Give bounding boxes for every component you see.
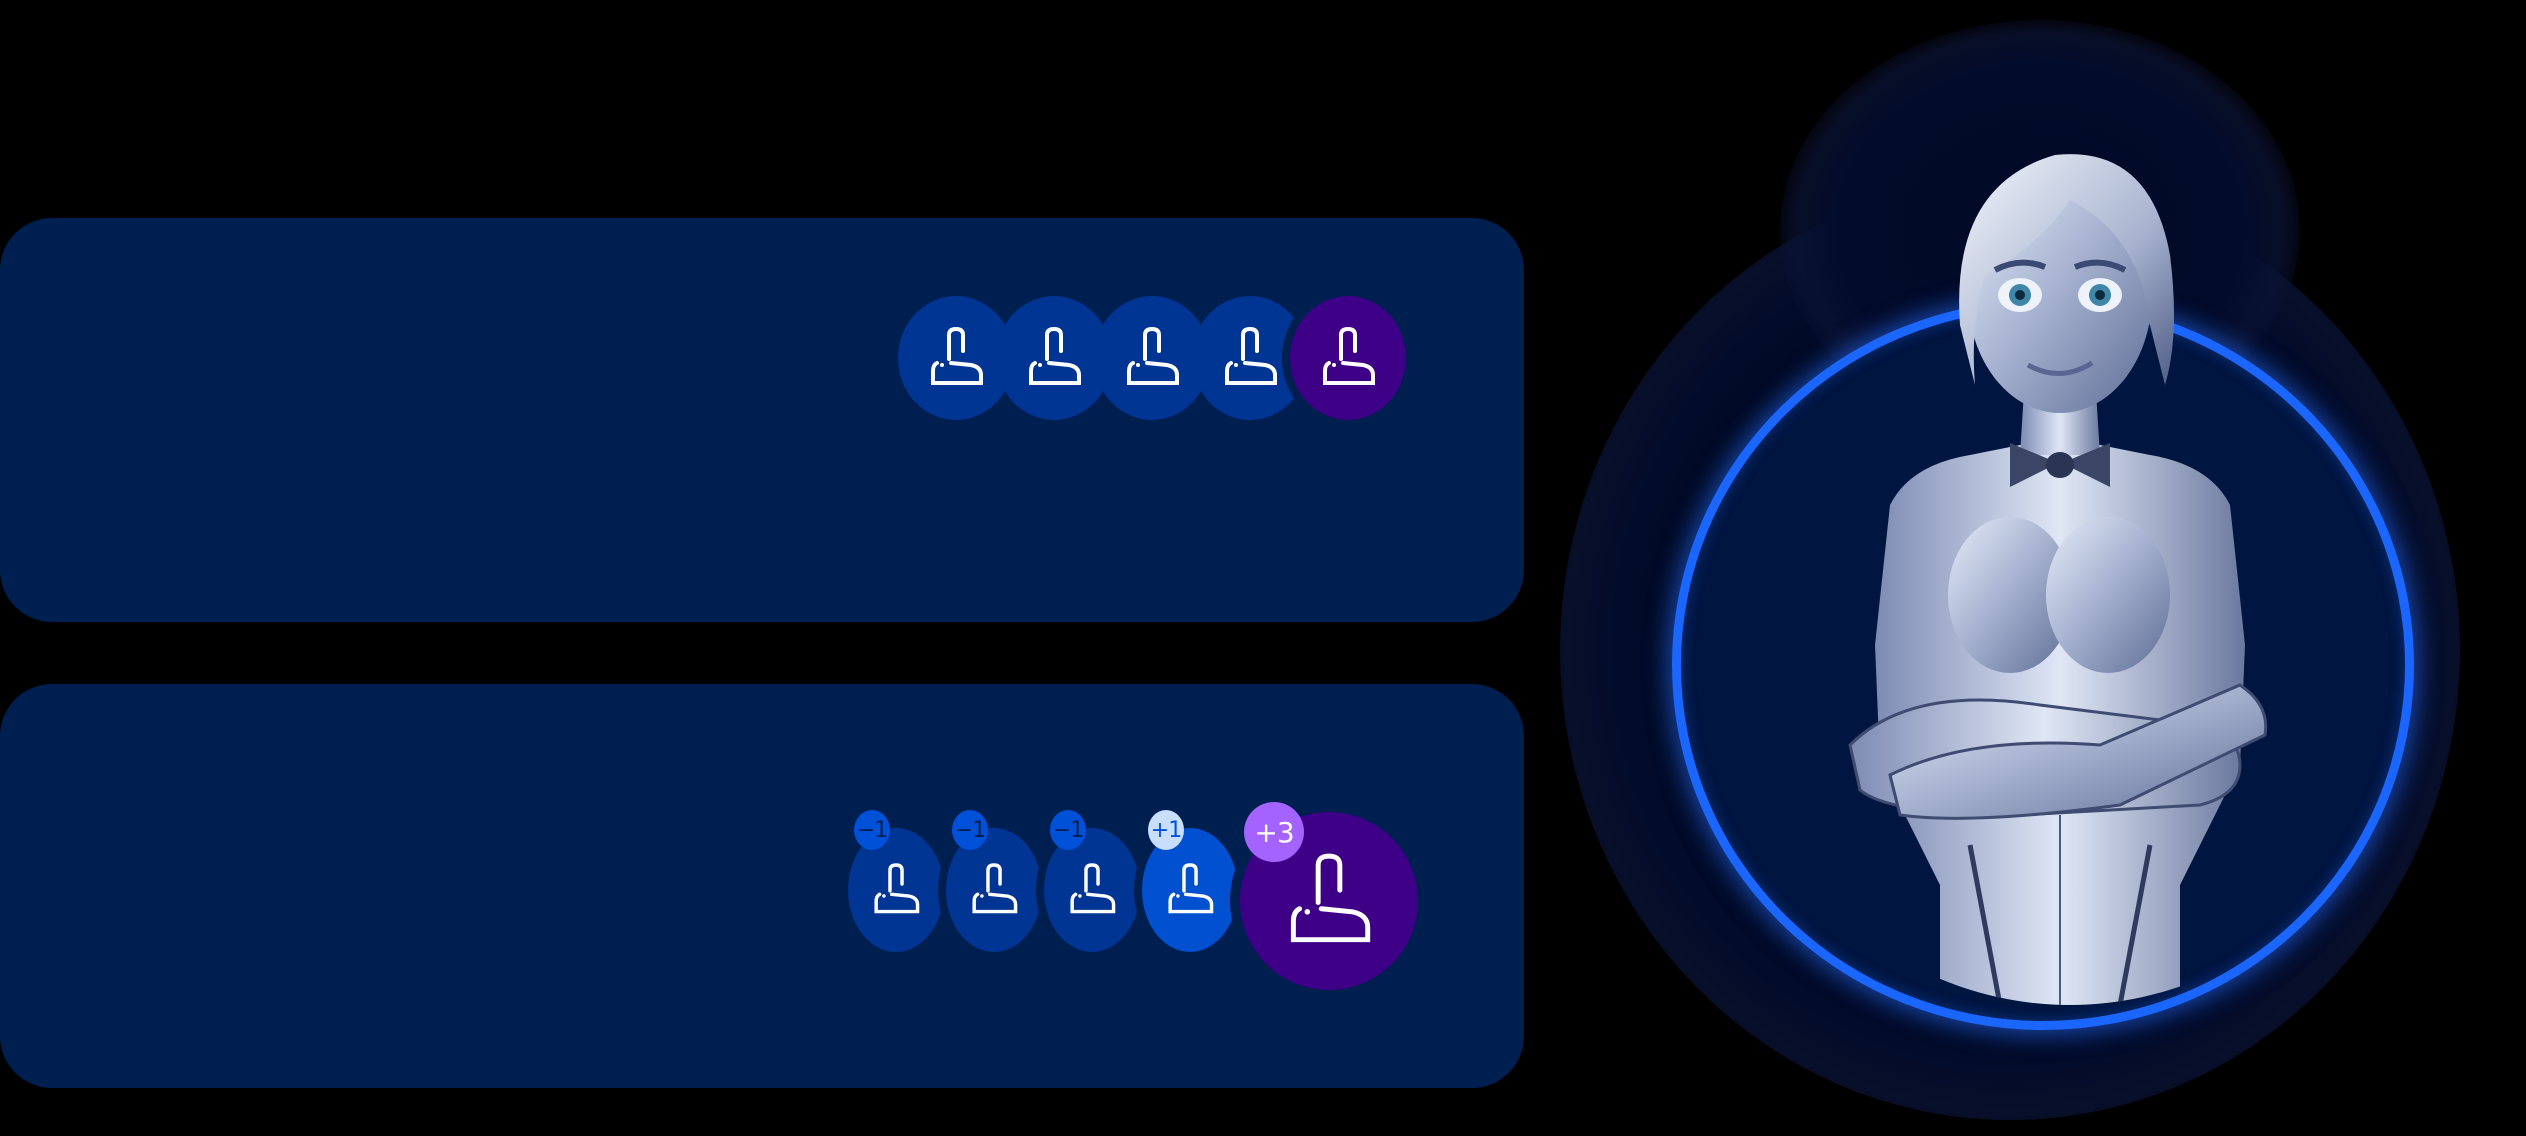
change-badge: −1	[952, 810, 988, 850]
user-icon	[1290, 853, 1371, 943]
user-icon	[1225, 327, 1277, 385]
avatar[interactable]	[898, 296, 1014, 420]
user-icon	[1323, 327, 1375, 385]
user-icon	[874, 863, 920, 914]
user-icon	[1029, 327, 1081, 385]
avatar[interactable]: −1	[848, 810, 944, 952]
change-badge: −1	[854, 810, 890, 850]
change-badge: −1	[1050, 810, 1086, 850]
change-badge: +1	[1148, 810, 1184, 850]
avatar[interactable]: +3	[1240, 802, 1418, 990]
change-badge: +3	[1244, 802, 1304, 862]
avatar[interactable]	[996, 296, 1112, 420]
avatar[interactable]	[1290, 296, 1406, 420]
avatar[interactable]	[1094, 296, 1210, 420]
user-icon	[1070, 863, 1116, 914]
user-icon	[972, 863, 1018, 914]
avatar[interactable]: −1	[1044, 810, 1140, 952]
top-panel	[0, 218, 1524, 622]
avatar[interactable]	[1192, 296, 1308, 420]
robot-portrait-image	[1848, 154, 2268, 1005]
avatar[interactable]: −1	[946, 810, 1042, 952]
user-icon	[931, 327, 983, 385]
avatar[interactable]: +1	[1142, 810, 1238, 952]
user-icon	[1127, 327, 1179, 385]
user-icon	[1168, 863, 1214, 914]
